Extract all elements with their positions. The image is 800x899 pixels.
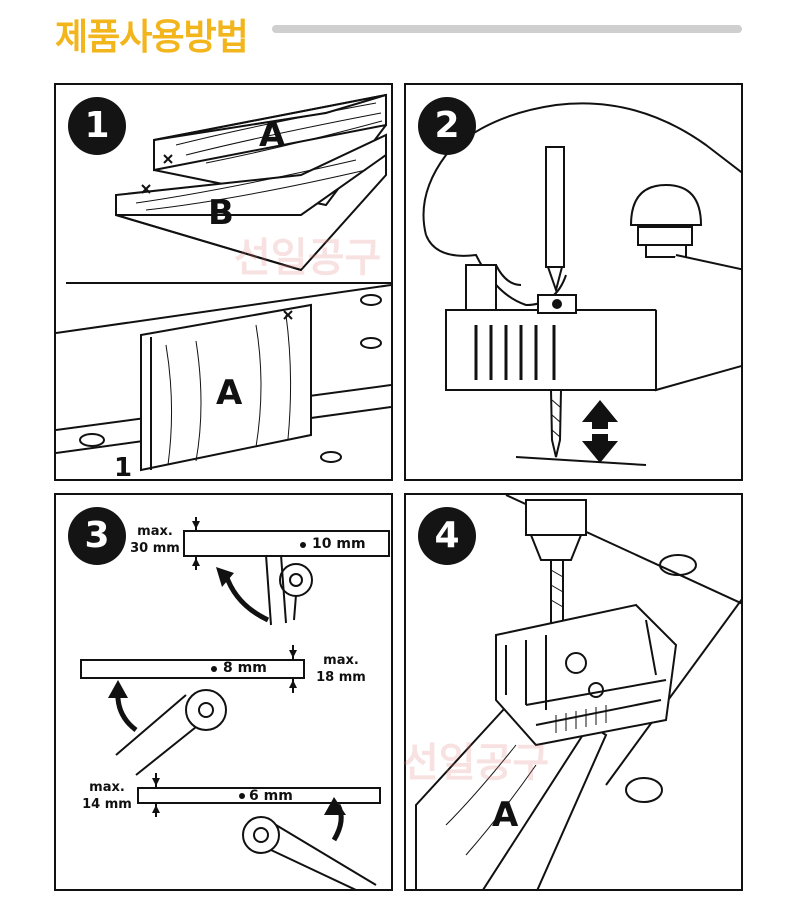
thickness-label-10mm: 10 mm bbox=[312, 536, 366, 552]
board-label-a-upright: A bbox=[216, 373, 243, 413]
max-label-14mm: max. 14 mm bbox=[82, 780, 132, 812]
watermark-lower: 선일공구 bbox=[402, 740, 550, 786]
step-2-panel: 2 bbox=[404, 83, 743, 481]
watermark: 선일공구 bbox=[234, 235, 382, 281]
step-number-badge: 3 bbox=[68, 507, 126, 565]
thickness-label-8mm: 8 mm bbox=[223, 660, 267, 676]
step-3-illustration bbox=[80, 517, 390, 889]
board-label-a: A bbox=[259, 115, 286, 155]
step-3-panel: 3 10 mm max. 30 mm 8 mm max. 18 mm 6 mm … bbox=[54, 493, 393, 891]
board-label-a: A bbox=[492, 795, 519, 835]
page-title: 제품사용방법 bbox=[55, 17, 249, 58]
thickness-label-6mm: 6 mm bbox=[249, 788, 293, 804]
step-4-panel: 4 A bbox=[404, 493, 743, 891]
step-1-illustration bbox=[56, 93, 391, 472]
step-number-badge: 2 bbox=[418, 97, 476, 155]
max-label-18mm: max. 18 mm bbox=[316, 653, 366, 685]
step-2-illustration bbox=[422, 102, 741, 466]
step-1-panel: 1 A B A 1 선일공구 bbox=[54, 83, 393, 481]
step-number-badge: 4 bbox=[418, 507, 476, 565]
max-label-30mm: max. 30 mm bbox=[130, 524, 180, 556]
step-number-badge: 1 bbox=[68, 97, 126, 155]
title-divider bbox=[272, 25, 742, 33]
step-4-illustration bbox=[415, 495, 741, 889]
corner-mark: 1 bbox=[114, 453, 133, 481]
board-label-b: B bbox=[208, 193, 234, 233]
